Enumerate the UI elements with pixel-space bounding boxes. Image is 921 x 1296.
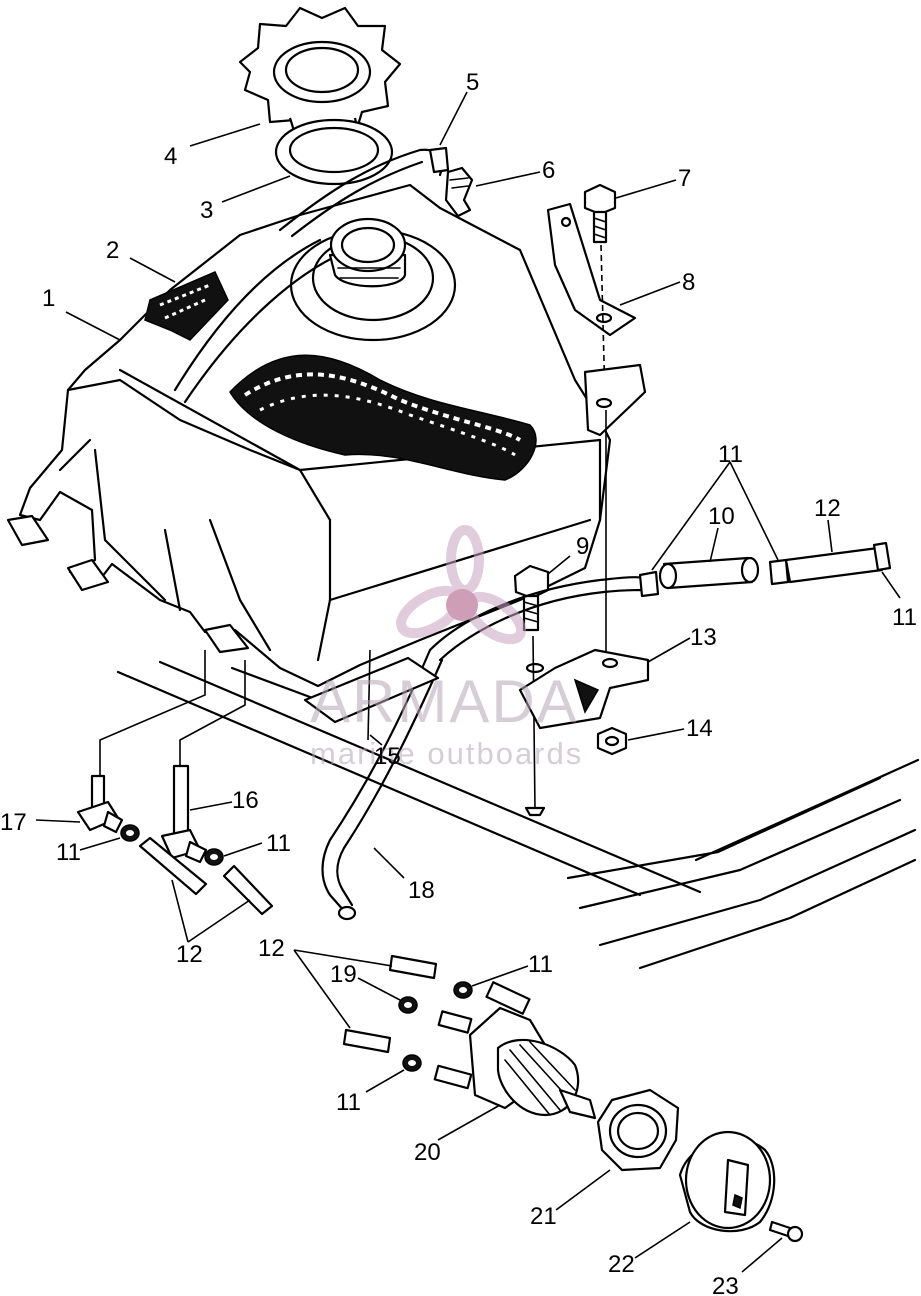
fitting-16: [160, 764, 208, 864]
callout-11-c: 11: [56, 839, 81, 866]
vent-fitting: [444, 166, 474, 218]
callout-3: 3: [200, 197, 213, 224]
callout-2: 2: [106, 237, 119, 264]
callout-18: 18: [408, 877, 435, 904]
fuel-filter-line: [428, 541, 892, 662]
callout-4: 4: [164, 143, 177, 170]
valve-knob-22: [678, 1130, 776, 1233]
bolt-7: [583, 183, 617, 244]
nut-14: [596, 726, 628, 756]
callout-7: 7: [678, 165, 691, 192]
leader-lines: [35, 91, 901, 1273]
callout-23: 23: [712, 1273, 739, 1296]
pad-15: [303, 656, 440, 724]
callout-21: 21: [530, 1203, 557, 1230]
callout-6: 6: [542, 157, 555, 184]
callout-22: 22: [608, 1251, 635, 1278]
callout-15: 15: [374, 743, 401, 770]
callout-1: 1: [42, 285, 55, 312]
frame-rails: [116, 660, 920, 970]
fuel-tank: [6, 183, 612, 688]
vent-hose: [278, 146, 450, 238]
callout-8: 8: [682, 269, 695, 296]
cap-gasket: [274, 118, 394, 186]
watermark-tagline: marine outboards: [310, 736, 583, 771]
bracket-13: [518, 648, 650, 730]
clamp-rings: [120, 824, 473, 1072]
callout-20: 20: [414, 1139, 441, 1166]
bracket-8: [546, 202, 637, 337]
callout-11-e: 11: [528, 951, 553, 978]
callout-12-b: 12: [176, 941, 203, 968]
valve-nut-21: [596, 1088, 680, 1172]
watermark: ARMADA marine outboards: [310, 525, 583, 771]
callout-11-b: 11: [892, 604, 917, 631]
callout-13: 13: [690, 624, 717, 651]
callout-19: 19: [330, 961, 357, 988]
bolt-9: [513, 564, 550, 632]
short-hoses: [138, 836, 438, 1054]
watermark-brand: ARMADA: [310, 668, 579, 735]
watermark-logo: [396, 525, 527, 645]
callout-10: 10: [708, 503, 735, 530]
callout-5: 5: [466, 69, 479, 96]
callout-numbers: 1 2 3 4 5 6 7 8 9 10 11 11 12 13 14 15 1…: [0, 69, 917, 1296]
callout-12-a: 12: [814, 495, 841, 522]
fitting-17: [76, 774, 124, 834]
callout-14: 14: [686, 715, 713, 742]
tank-rear-tab: [583, 363, 647, 437]
callout-12-c: 12: [258, 935, 285, 962]
screw-23: [768, 1220, 804, 1243]
callout-16: 16: [232, 787, 259, 814]
fuel-valve: [433, 981, 597, 1120]
callout-11-d: 11: [266, 830, 291, 857]
callout-17: 17: [0, 809, 27, 836]
callout-9: 9: [576, 533, 589, 560]
fuel-hose-18: [321, 648, 444, 921]
callout-11-a: 11: [718, 441, 743, 468]
callout-11-f: 11: [336, 1089, 361, 1116]
